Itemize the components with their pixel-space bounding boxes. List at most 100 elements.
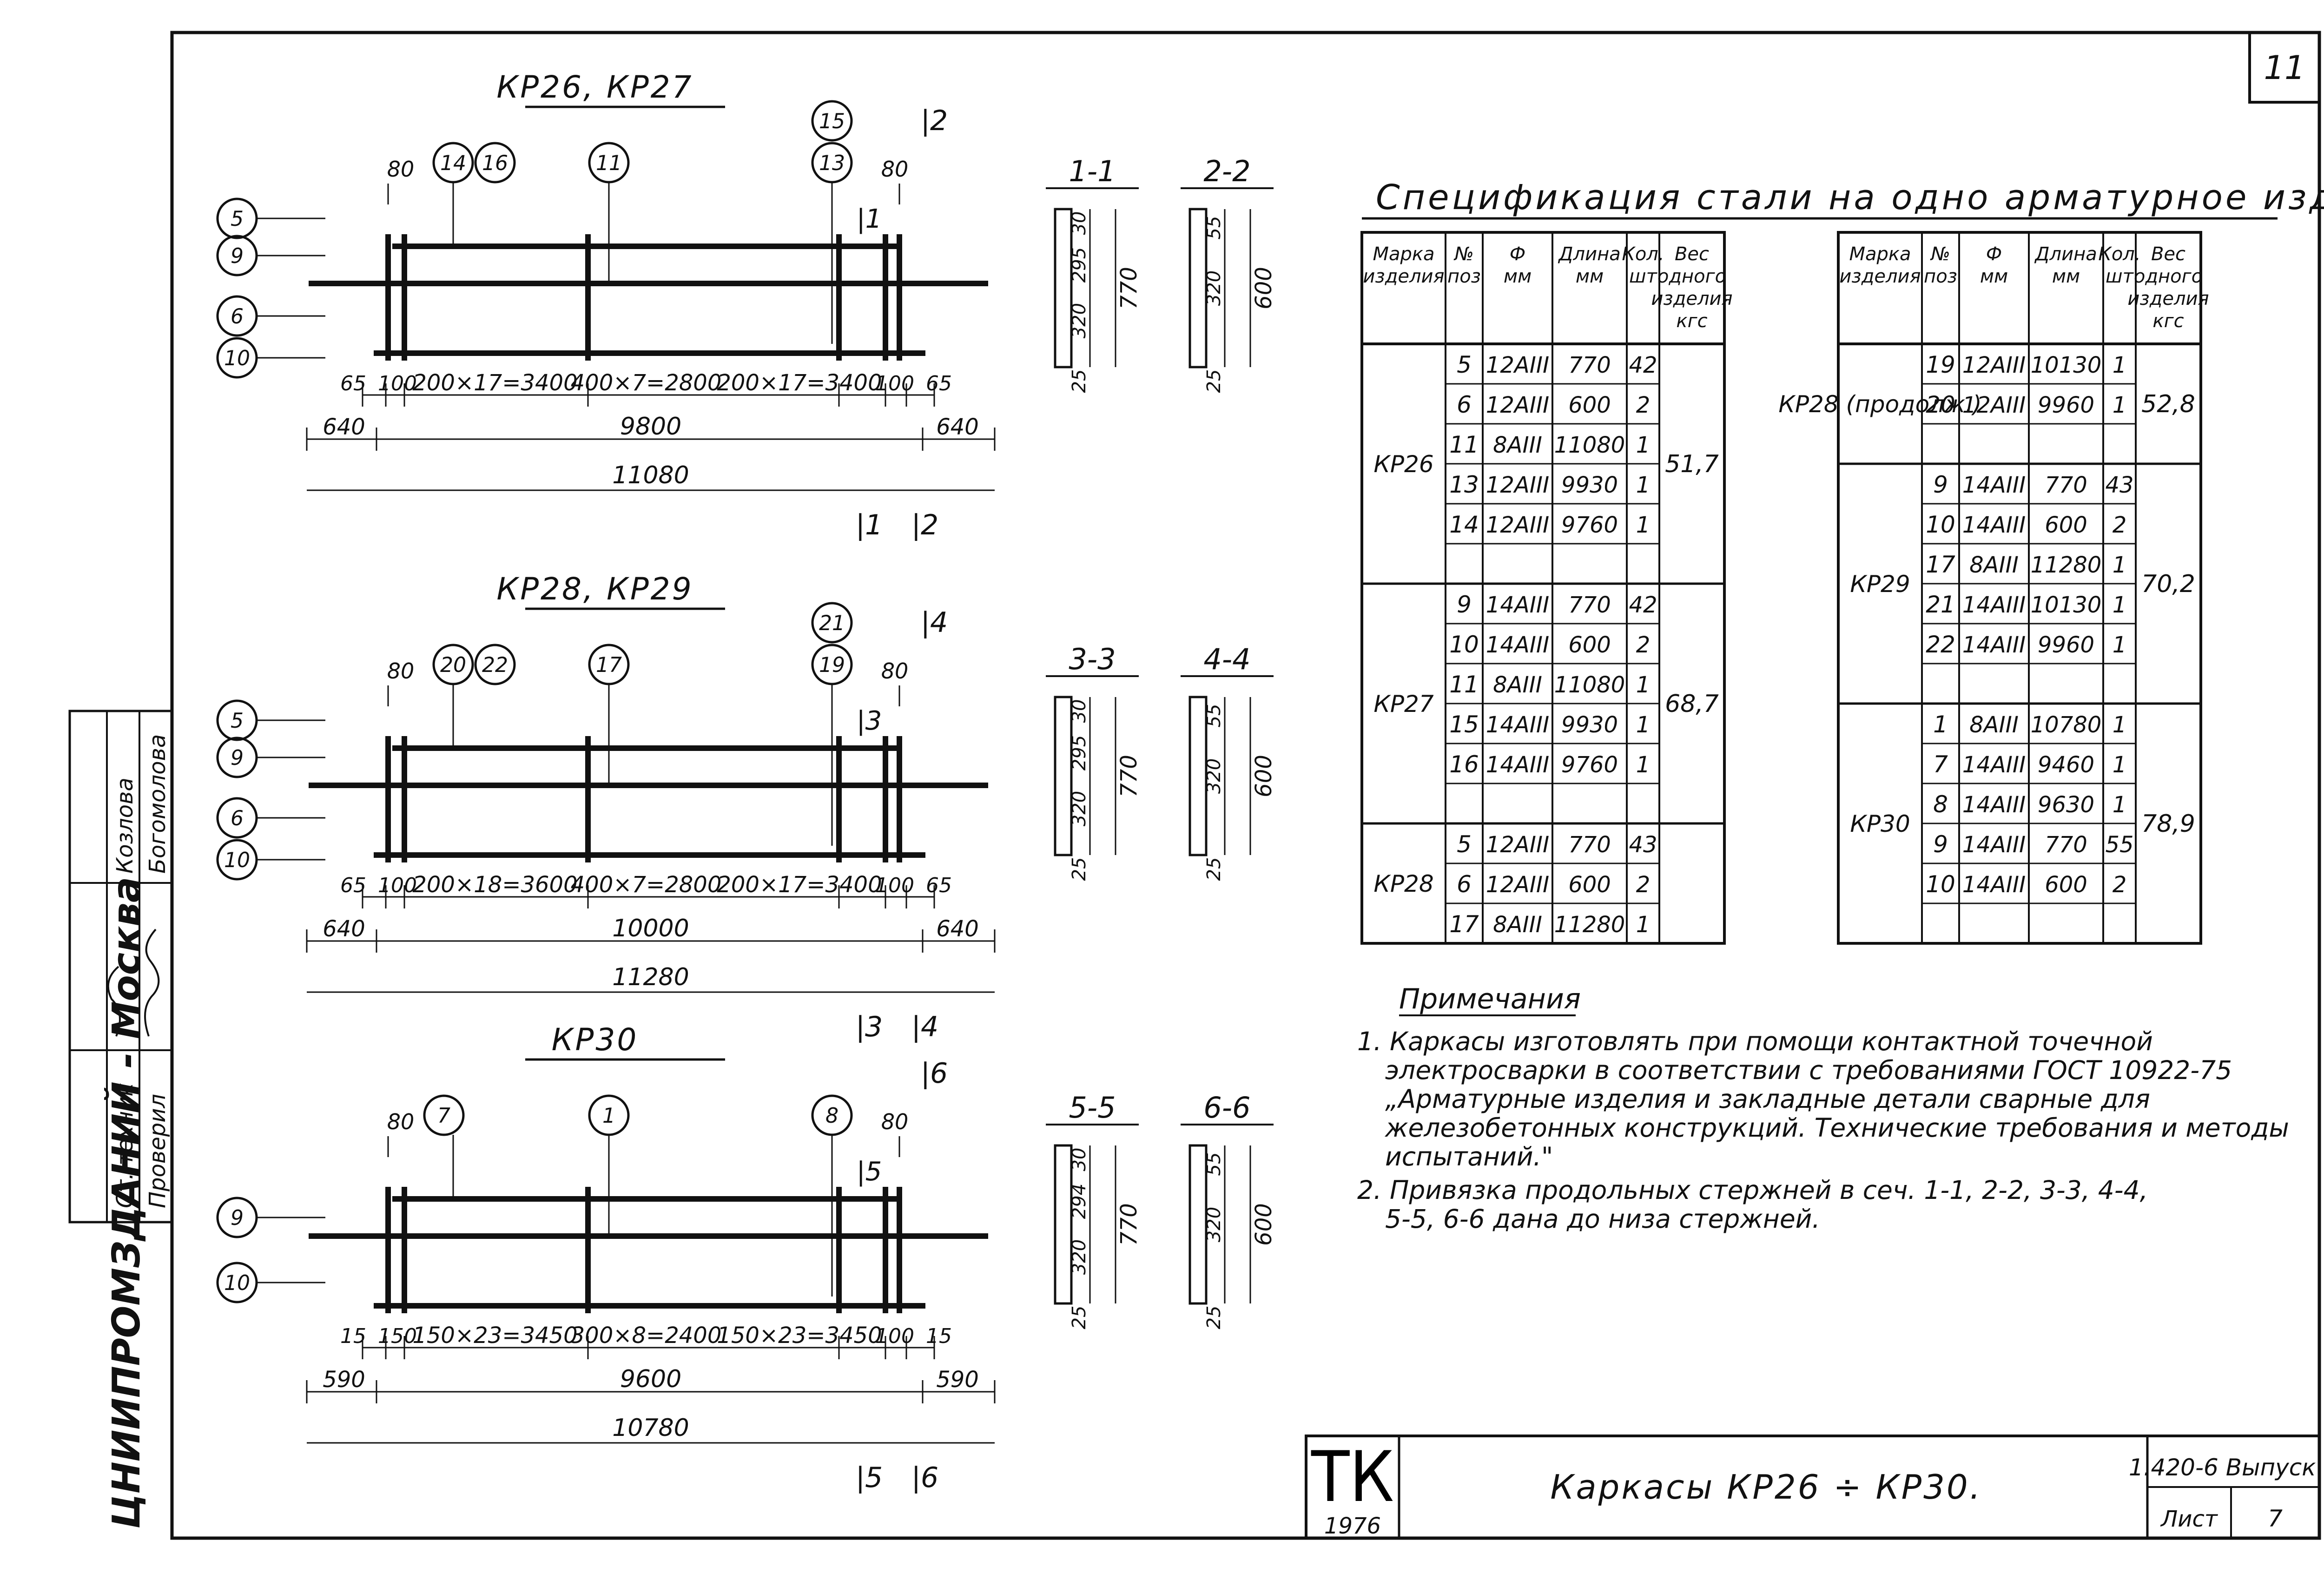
spec-cell: 1: [1933, 711, 1948, 738]
spacing-value: 200×17=3400: [717, 370, 882, 396]
spec-cell: 10130: [2031, 592, 2102, 618]
spec-cell: 9960: [2038, 392, 2094, 418]
spec-cell: 14АIII: [1962, 512, 2026, 538]
spec-cell: 17: [1926, 551, 1955, 578]
end-offset: 80: [387, 658, 415, 684]
spacing-value: 15: [340, 1324, 366, 1348]
spec-cell: 600: [1568, 872, 1611, 898]
spec-cell: 12АIII: [1486, 472, 1549, 498]
spec-cell: 13: [1449, 471, 1479, 498]
spec-cell: 14АIII: [1486, 632, 1549, 658]
spec-cell: 1: [1636, 672, 1651, 698]
spec-weight: 68,7: [1665, 690, 1719, 718]
section-height: 770: [1116, 755, 1142, 797]
spacing-value: 400×7=2800: [571, 872, 722, 898]
position-bubble: 11: [588, 142, 630, 184]
spec-mark: КР27: [1373, 691, 1433, 717]
spacing-value: 300×8=2400: [571, 1323, 722, 1349]
spacing-value: 100: [378, 874, 417, 897]
stamp-organization: ЦНИИПРОМЗДАНИЙ - Москва: [104, 877, 149, 1529]
spec-mark: КР29: [1850, 571, 1910, 598]
position-bubble: 7: [423, 1094, 465, 1136]
spec-cell: 14: [1449, 511, 1479, 538]
spec-cell: 1: [1636, 432, 1651, 458]
total-length: 11280: [612, 963, 689, 991]
spec-mark: КР26: [1373, 451, 1433, 478]
notes: Примечания 1. Каркасы изготовлять при по…: [1357, 983, 2289, 1234]
sheet-label: Лист: [2160, 1506, 2218, 1532]
frame-title: КР30: [552, 1022, 639, 1058]
position-bubble: 10: [216, 1262, 258, 1303]
spec-cell: 14АIII: [1486, 592, 1549, 618]
position-number: 16: [482, 151, 508, 175]
frame-title: КР28, КР29: [496, 571, 693, 607]
section-dim: 25: [1069, 857, 1090, 881]
spec-cell: 770: [2045, 472, 2087, 498]
cross-sections: 1-177030295320252-260055320253-377030295…: [1046, 154, 1277, 1329]
spacing-value: 65: [340, 874, 366, 897]
spec-header: №: [1453, 243, 1474, 265]
section-height: 600: [1251, 1203, 1277, 1246]
spec-header: №: [1930, 243, 1950, 265]
spec-cell: 1: [2113, 792, 2127, 818]
position-bubble: 20: [432, 644, 474, 685]
spec-table-right: Маркаизделия№позФммДлинаммКол.штВесодног…: [1778, 231, 2209, 945]
spec-cell: 14АIII: [1962, 632, 2026, 658]
position-bubble: 10: [216, 337, 258, 379]
spec-cell: 2: [1636, 392, 1651, 418]
spec-cell: 7: [1933, 751, 1948, 778]
spec-weight: 52,8: [2141, 390, 2195, 418]
cut-mark: |3: [856, 1011, 883, 1043]
spec-header: Кол.: [2098, 243, 2140, 265]
specification-tables: Маркаизделия№позФммДлинаммКол.штВесодног…: [1360, 231, 2209, 945]
spec-cell: 600: [2045, 512, 2087, 538]
spec-cell: 14АIII: [1962, 872, 2026, 898]
overall-value: 640: [936, 916, 979, 942]
section-dim: 55: [1203, 216, 1225, 240]
cut-mark: |2: [921, 105, 948, 137]
spec-cell: 2: [1636, 632, 1651, 658]
spec-cell: 14АIII: [1962, 752, 2026, 778]
spec-cell: 1: [2113, 592, 2127, 618]
overall-value: 9600: [620, 1365, 681, 1393]
tk-year: 1976: [1324, 1513, 1381, 1539]
spec-cell: 21: [1926, 591, 1955, 618]
spec-header: Ф: [1510, 243, 1525, 265]
section-dim: 30: [1069, 1148, 1090, 1171]
position-number: 9: [231, 1206, 244, 1230]
spacing-value: 200×17=3400: [717, 872, 882, 898]
spec-header: шт: [2106, 266, 2134, 287]
spec-cell: 8АIII: [1493, 912, 1542, 938]
spec-cell: 8АIII: [1969, 712, 2019, 738]
cut-mark: |1: [856, 509, 883, 541]
section-dim: 320: [1203, 1207, 1225, 1242]
section-label: 2-2: [1203, 154, 1250, 188]
spacing-value: 100: [875, 372, 914, 395]
spec-mark: КР28 (продолж.): [1778, 391, 1981, 418]
position-bubble: 14: [432, 142, 474, 184]
spacing-value: 65: [926, 874, 952, 897]
spec-cell: 11280: [1554, 912, 1625, 938]
spec-cell: 9760: [1561, 752, 1618, 778]
spec-header: поз: [1924, 266, 1957, 287]
spec-cell: 9: [1933, 471, 1948, 498]
spec-cell: 5: [1457, 831, 1472, 858]
spec-header: мм: [1576, 266, 1604, 287]
spacing-value: 150×23=3450: [412, 1323, 577, 1349]
position-number: 8: [825, 1104, 838, 1128]
stamp-role-2: Проверил: [145, 1094, 171, 1208]
position-bubble: 1: [588, 1094, 630, 1136]
section-dim: 25: [1203, 857, 1225, 881]
spec-cell: 770: [1568, 592, 1611, 618]
section-dim: 320: [1203, 758, 1225, 794]
section-dim: 320: [1069, 1239, 1090, 1275]
spec-mark: КР30: [1850, 810, 1910, 837]
spec-cell: 6: [1457, 391, 1472, 418]
cut-mark: |5: [856, 1461, 883, 1494]
spacing-value: 100: [378, 372, 417, 395]
position-bubble: 9: [216, 737, 258, 778]
spec-cell: 11: [1449, 671, 1479, 698]
position-number: 21: [819, 612, 845, 635]
